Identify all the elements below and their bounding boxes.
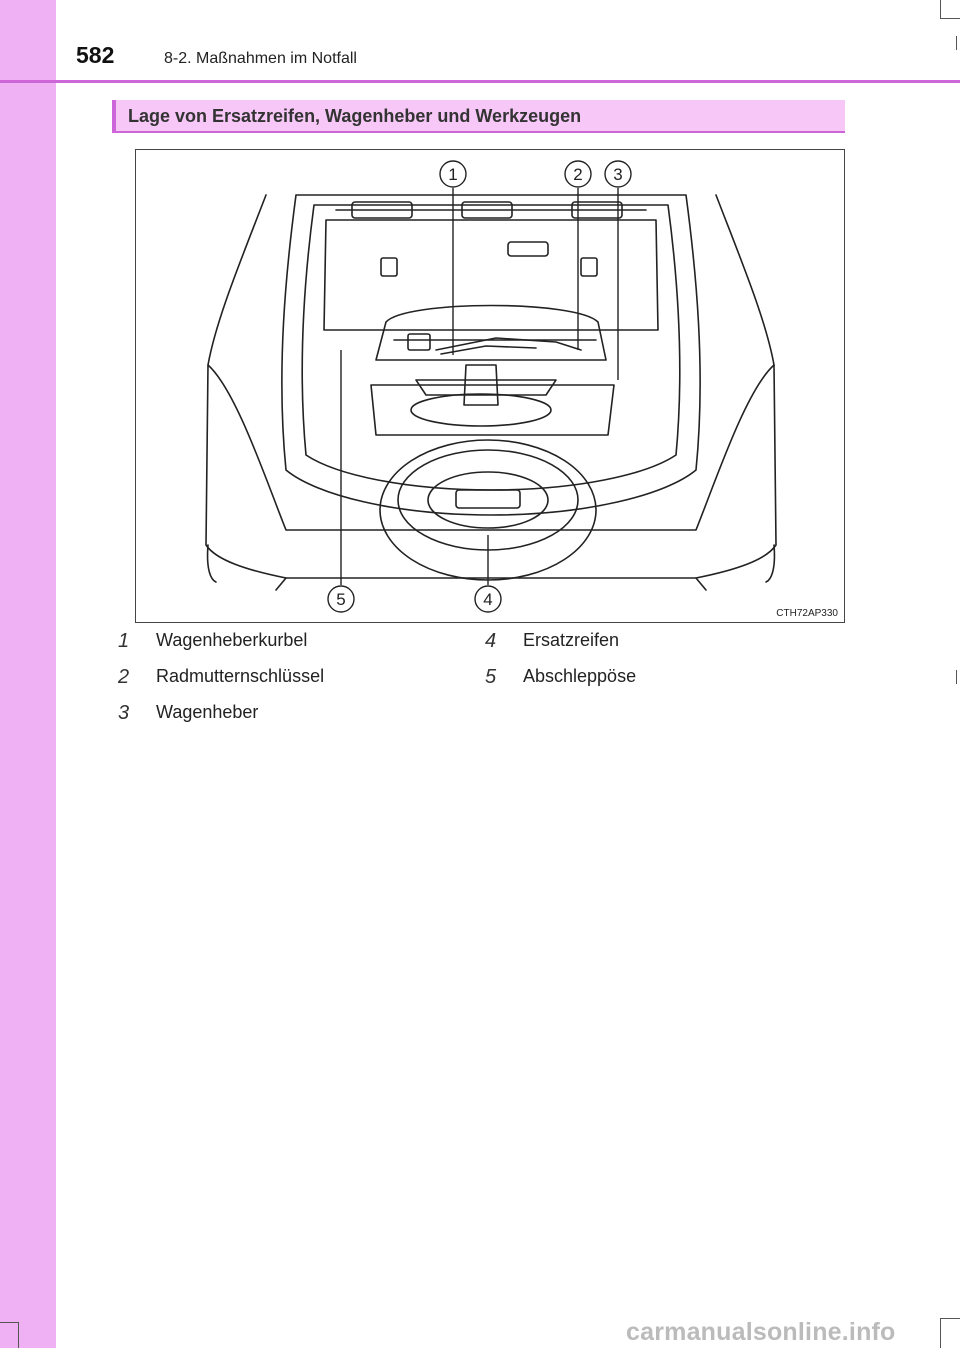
legend-number: 5 bbox=[485, 666, 497, 688]
callout-2-label: 2 bbox=[573, 165, 582, 184]
header-divider bbox=[0, 80, 960, 83]
crop-mark bbox=[940, 1318, 941, 1348]
callout-1 bbox=[439, 160, 467, 188]
legend-number: 1 bbox=[118, 630, 130, 652]
footer-watermark: carmanualsonline.info bbox=[626, 1318, 896, 1346]
legend-label: Wagenheberkurbel bbox=[156, 630, 308, 650]
crop-mark bbox=[940, 1318, 960, 1319]
crop-mark bbox=[956, 36, 957, 50]
callout-4 bbox=[474, 585, 502, 613]
legend-label: Ersatzreifen bbox=[523, 630, 620, 650]
crop-mark bbox=[940, 18, 960, 19]
crop-mark bbox=[956, 670, 957, 684]
callout-4-label: 4 bbox=[483, 590, 492, 609]
crop-mark bbox=[0, 1322, 18, 1323]
trunk-illustration: 1 2 3 4 5 CTH72AP330 bbox=[135, 149, 845, 623]
callout-2 bbox=[564, 160, 592, 188]
crop-mark bbox=[940, 0, 941, 18]
callout-3-label: 3 bbox=[613, 165, 622, 184]
section-title: 8-2. Maßnahmen im Notfall bbox=[164, 50, 357, 67]
legend-label: Wagenheber bbox=[156, 702, 259, 722]
legend-number: 3 bbox=[118, 702, 130, 724]
subsection-heading: Lage von Ersatzreifen, Wagenheber und We… bbox=[112, 100, 845, 133]
legend-label: Radmutternschlüssel bbox=[156, 666, 325, 686]
legend-number: 2 bbox=[118, 666, 130, 688]
side-color-band bbox=[0, 0, 56, 1348]
callout-5-label: 5 bbox=[336, 590, 345, 609]
crop-mark bbox=[18, 1322, 19, 1348]
legend-label: Abschleppöse bbox=[523, 666, 637, 686]
legend-number: 4 bbox=[485, 630, 497, 652]
callout-1-label: 1 bbox=[448, 165, 457, 184]
subsection-heading-text: Lage von Ersatzreifen, Wagenheber und We… bbox=[128, 106, 582, 126]
page-number: 582 bbox=[76, 42, 115, 68]
trunk-drawing: 1 2 3 4 5 bbox=[205, 160, 777, 613]
callout-5 bbox=[327, 585, 355, 613]
callout-3 bbox=[604, 160, 632, 188]
figure-code: CTH72AP330 bbox=[776, 608, 838, 619]
